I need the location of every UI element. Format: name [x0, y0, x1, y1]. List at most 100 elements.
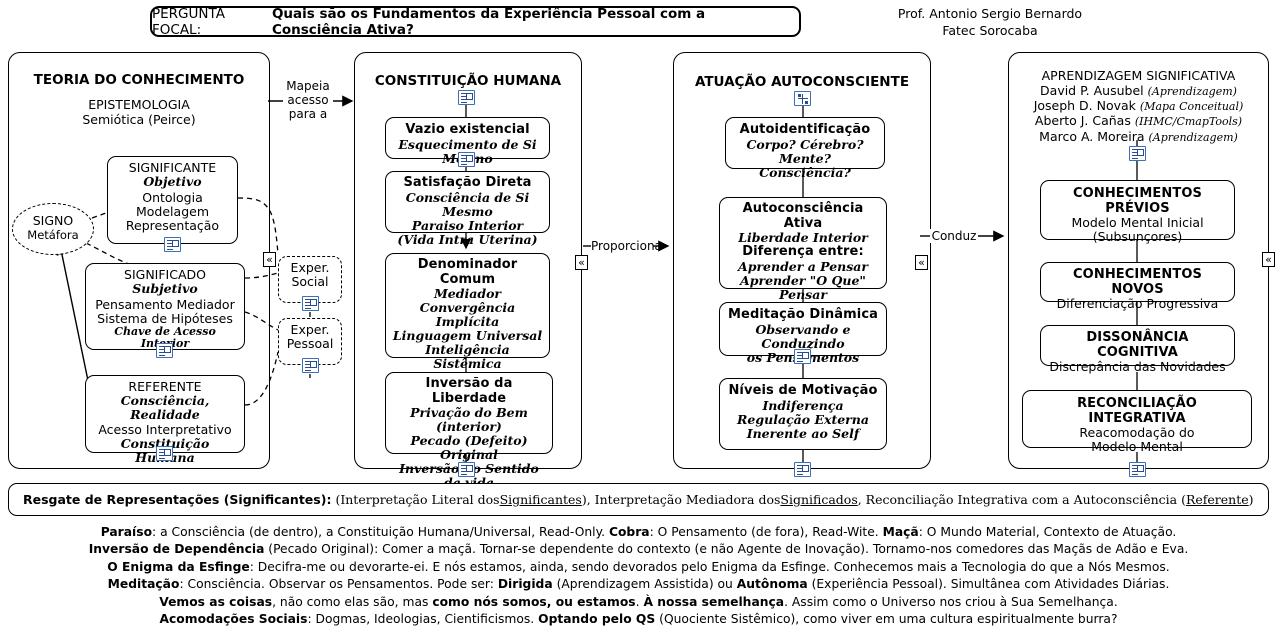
satisfacao-head: Satisfação Direta [403, 175, 532, 190]
denominador-head: Denominador Comum [417, 257, 518, 287]
resource-icon-constituicao-footer[interactable] [458, 462, 475, 477]
legend-rest-d: ) [1248, 492, 1254, 507]
legend-rest-b: ), Interpretação Mediadora dos [581, 492, 781, 507]
footer-note-line-0: Paraíso: a Consciência (de dentro), a Co… [100, 525, 1177, 539]
signo-line1: SIGNO [32, 213, 74, 228]
focal-question-box: PERGUNTA FOCAL: Quais são os Fundamentos… [150, 5, 801, 38]
significado-script: Subjetivo [132, 281, 198, 296]
significado-line1: Pensamento Mediador [95, 297, 235, 312]
author-0-name: David P. Ausubel [1040, 83, 1144, 98]
focal-question-text: Quais são os Fundamentos da Experiência … [271, 5, 706, 38]
resource-icon-atuacao-footer[interactable] [794, 462, 811, 477]
epistemologia-line2: Semiótica (Peirce) [82, 112, 196, 127]
footer-note-line-2: O Enigma da Esfinge: Decifra-me ou devor… [107, 559, 1170, 574]
resource-icon-exper-pessoal[interactable] [302, 358, 319, 373]
anchor-marker-col2-right[interactable]: « [575, 255, 588, 270]
resource-icon-vazio[interactable] [458, 152, 475, 167]
inversao-line1: Privação do Bem (interior) [410, 405, 528, 435]
autoconsciencia-head: Autoconsciência Ativa [742, 201, 864, 231]
denominador-line2: Convergência Implícita [419, 300, 516, 330]
author-1-note: (Mapa Conceitual) [1139, 100, 1244, 114]
previos-head: CONHECIMENTOS PRÉVIOS [1073, 186, 1202, 216]
link-label-conduz-text: Conduz [931, 229, 977, 243]
autoconsciencia-line1: Liberdade Interior [738, 230, 868, 246]
link-label-mapeia-l1: Mapeia [286, 79, 330, 93]
node-significante[interactable]: SIGNIFICANTE Objetivo Ontologia Modelage… [107, 156, 238, 244]
group-title-teoria: TEORIA DO CONHECIMENTO [33, 72, 245, 88]
reconciliacao-head: RECONCILIAÇÃO INTEGRATIVA [1077, 396, 1197, 426]
legend-underline-3: Referente [1185, 492, 1249, 507]
exper-social-line2: Social [291, 274, 329, 289]
author-credit: Prof. Antonio Sergio Bernardo Fatec Soro… [845, 6, 1135, 40]
footer-note-line-3: Meditação: Consciência. Observar os Pens… [107, 577, 1170, 592]
node-conhecimentos-novos[interactable]: CONHECIMENTOS NOVOS Diferenciação Progre… [1040, 262, 1235, 311]
node-satisfacao-direta[interactable]: Satisfação Direta Consciência de Si Mesm… [385, 171, 550, 246]
author-1-name: Joseph D. Novak [1033, 98, 1136, 114]
meditacao-head: Meditação Dinâmica [728, 307, 878, 322]
denominador-line1: Mediador [433, 286, 502, 302]
legend-rest-c: , Reconciliação Integrativa com a Autoco… [857, 492, 1186, 507]
node-autoconsciencia-ativa[interactable]: Autoconsciência Ativa Liberdade Interior… [719, 197, 887, 301]
group-title-atuacao: ATUAÇÃO AUTOCONSCIENTE [694, 74, 910, 90]
link-label-proporciona: Proporciona [591, 239, 662, 254]
group-title-constituicao: CONSTITUIÇÃO HUMANA [374, 73, 562, 89]
link-label-mapeia-l3: para a [288, 107, 328, 122]
niveis-line1: Indiferença [762, 397, 844, 413]
denominador-line4: Inteligência Sistêmica [425, 342, 510, 372]
link-label-conduz: Conduz [930, 229, 978, 244]
autoidentificacao-head: Autoidentificação [739, 122, 871, 137]
resource-icon-significante[interactable] [164, 237, 181, 252]
node-significado[interactable]: SIGNIFICADO Subjetivo Pensamento Mediado… [85, 263, 245, 350]
author-row-3: Marco A. Moreira (Aprendizagem) [1008, 129, 1269, 144]
legend-bold-label: Resgate de Representações (Significantes… [23, 492, 332, 507]
resource-icon-significado[interactable] [156, 343, 173, 358]
resource-icon-constituicao-header[interactable] [458, 90, 475, 105]
autoidentificacao-line1: Corpo? Cérebro? Mente? [746, 136, 864, 166]
author-row-2: Aberto J. Cañas (IHMC/CmapTools) [1008, 113, 1269, 128]
satisfacao-line3: (Vida Intra Uterina) [397, 231, 538, 247]
meditacao-line1: Observando e Conduzindo [755, 321, 851, 351]
author-row-0: David P. Ausubel (Aprendizagem) [1008, 83, 1269, 98]
node-dissonancia-cognitiva[interactable]: DISSONÂNCIA COGNITIVA Discrepância das N… [1040, 325, 1235, 374]
significante-script: Objetivo [143, 174, 202, 189]
resource-icon-atuacao-header[interactable] [794, 91, 811, 106]
node-inversao-da-liberdade[interactable]: Inversão da Liberdade Privação do Bem (i… [385, 372, 553, 504]
link-label-proporciona-text: Proporciona [591, 239, 662, 253]
node-niveis-de-motivacao[interactable]: Níveis de Motivação Indiferença Regulaçã… [719, 378, 887, 450]
dissonancia-line1: Discrepância das Novidades [1049, 359, 1226, 375]
referente-line1: Acesso Interpretativo [98, 422, 232, 437]
node-meditacao-dinamica[interactable]: Meditação Dinâmica Observando e Conduzin… [719, 302, 887, 364]
exper-pessoal-line1: Exper. [290, 322, 330, 337]
niveis-line2: Regulação Externa [737, 411, 869, 427]
author-name: Prof. Antonio Sergio Bernardo [897, 6, 1083, 21]
resource-icon-meditacao[interactable] [794, 349, 811, 364]
anchor-marker-col1-right[interactable]: « [263, 252, 276, 267]
niveis-head: Níveis de Motivação [728, 383, 878, 398]
author-3-name: Marco A. Moreira [1039, 128, 1145, 144]
inversao-head: Inversão da Liberdade [425, 376, 513, 406]
node-autoidentificacao[interactable]: Autoidentificação Corpo? Cérebro? Mente?… [725, 117, 885, 179]
resource-icon-referente[interactable] [156, 446, 173, 461]
focal-question-label: PERGUNTA FOCAL: [152, 5, 225, 38]
previos-line1: Modelo Mental Inicial [1071, 215, 1204, 231]
anchor-marker-col3-right[interactable]: « [915, 255, 928, 270]
resource-icon-exper-social[interactable] [302, 296, 319, 311]
author-row-1: Joseph D. Novak (Mapa Conceitual) [1008, 98, 1269, 113]
significante-line2: Modelagem [136, 204, 209, 219]
node-exper-pessoal[interactable]: Exper. Pessoal [278, 318, 342, 365]
node-conhecimentos-previos[interactable]: CONHECIMENTOS PRÉVIOS Modelo Mental Inic… [1040, 180, 1235, 244]
node-denominador-comum[interactable]: Denominador Comum Mediador Convergência … [385, 253, 550, 399]
previos-line2: (Subsunçores) [1092, 229, 1183, 245]
niveis-line3: Inerente ao Self [746, 425, 860, 441]
node-reconciliacao-integrativa[interactable]: RECONCILIAÇÃO INTEGRATIVA Reacomodação d… [1022, 390, 1252, 454]
node-referente[interactable]: REFERENTE Consciência, Realidade Acesso … [85, 375, 245, 465]
epistemologia-text: EPISTEMOLOGIA Semiótica (Peirce) [8, 97, 270, 127]
autoconsciencia-line2: Aprender a Pensar [738, 258, 868, 274]
node-signo[interactable]: SIGNO Metáfora [12, 203, 94, 255]
anchor-marker-col4-right[interactable]: « [1262, 252, 1275, 267]
autoidentificacao-line2: Consciência? [759, 164, 851, 180]
footer-notes: Paraíso: a Consciência (de dentro), a Co… [8, 524, 1269, 629]
resource-icon-aprendizagem-header[interactable] [1129, 146, 1146, 161]
resource-icon-aprendizagem-footer[interactable] [1129, 462, 1146, 477]
